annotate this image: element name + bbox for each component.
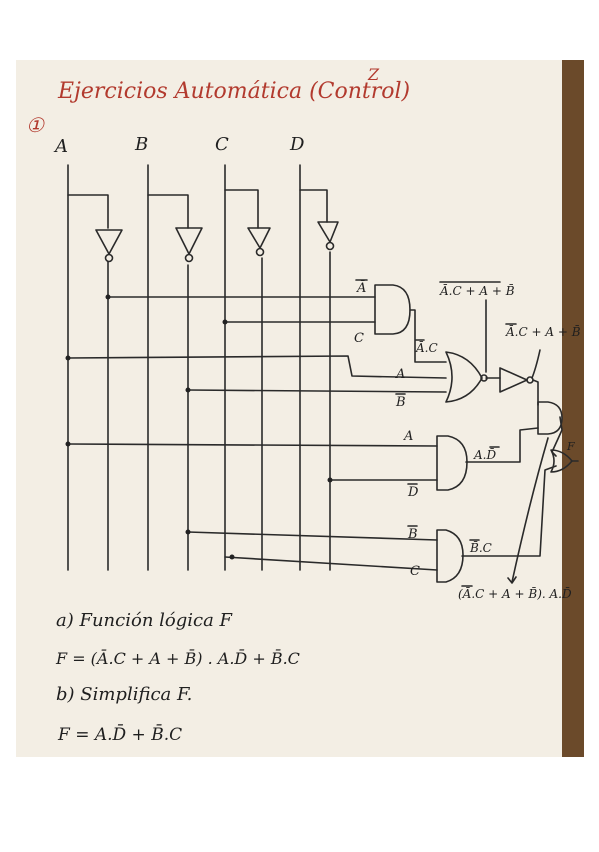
junction-dots xyxy=(65,294,333,560)
corner-mark: Z xyxy=(367,65,380,84)
label-c: C xyxy=(354,331,364,346)
arrow-head xyxy=(507,576,517,584)
label-and-output: (Ā.C + A + B̄). A.D̄ xyxy=(458,586,572,601)
question-a-expression: F = (Ā.C + A + B̄) . A.D̄ + B̄.C xyxy=(55,647,300,668)
question-b-expression: F = A.D̄ + B̄.C xyxy=(57,723,182,745)
junction-a-1 xyxy=(65,355,71,361)
label-not-b-and3: B̄ xyxy=(407,526,418,542)
wire-a-to-and2 xyxy=(67,443,438,447)
not-gate-out xyxy=(499,367,534,393)
exercise-number: ① xyxy=(26,113,45,137)
wire-not-b-to-nor xyxy=(187,389,447,393)
tap-a xyxy=(67,194,109,229)
label-output-f: F xyxy=(566,440,575,453)
junction-not-d xyxy=(327,477,333,483)
label-a-not-d: A.D̄ xyxy=(473,447,496,462)
wire-and3-out xyxy=(461,465,557,557)
tap-c xyxy=(224,189,259,229)
wire-not-b-to-and3 xyxy=(187,531,438,541)
label-a-and2: A xyxy=(403,429,413,444)
nor-gate xyxy=(445,351,488,403)
label-not-a: Ā xyxy=(356,280,366,296)
junction-c xyxy=(222,319,228,325)
arrow-not-annotation xyxy=(531,349,541,379)
tap-b xyxy=(147,194,189,229)
input-label-a: A xyxy=(53,136,68,157)
junction-not-b-1 xyxy=(185,387,191,393)
question-a-label: a) Función lógica F xyxy=(56,610,234,631)
page-title: Ejercicios Automática (Control) xyxy=(57,79,410,104)
wire-a-to-nor xyxy=(67,355,447,379)
not-gate-b xyxy=(175,227,203,263)
junction-not-a xyxy=(105,294,111,300)
label-nor-output: Ā.C + A + B̄ xyxy=(439,283,515,298)
and-gate-1 xyxy=(374,284,411,335)
label-a-nor: A xyxy=(395,367,405,382)
tap-d xyxy=(299,189,328,223)
label-not-b-nor: B̄ xyxy=(395,394,406,410)
not-gate-a xyxy=(95,229,123,263)
input-label-b: B xyxy=(134,134,148,155)
wire-and2-out xyxy=(465,427,539,463)
and-gate-3 xyxy=(436,529,464,583)
junction-a-2 xyxy=(65,441,71,447)
arrow-and-annotation xyxy=(511,437,549,583)
and-gate-2 xyxy=(436,435,468,491)
or-gate-output xyxy=(550,449,573,473)
junction-c-2 xyxy=(229,554,235,560)
input-label-c: C xyxy=(215,134,229,155)
label-not-output: Ā.C + A + B̄ xyxy=(505,324,581,339)
diagram-labels: Ā C Ā.C A B̄ A D̄ A.D̄ B̄ C B̄.C Ā.C + A… xyxy=(354,280,581,601)
negation-bars xyxy=(355,279,517,587)
junction-not-b-2 xyxy=(185,529,191,535)
label-not-b-c: B̄.C xyxy=(469,540,492,555)
wire-c-to-and3 xyxy=(224,556,438,571)
question-b-label: b) Simplifica F. xyxy=(56,684,192,705)
wire-not-to-and xyxy=(532,379,539,406)
input-label-d: D xyxy=(289,134,305,155)
wiring xyxy=(67,164,563,584)
label-anot-c: Ā.C xyxy=(415,340,438,355)
label-c-and3: C xyxy=(410,564,420,579)
not-gate-c xyxy=(247,227,271,257)
and-gate-final xyxy=(537,401,563,435)
paper-edge-border xyxy=(562,60,584,757)
label-not-d-and2: D̄ xyxy=(407,484,419,500)
not-gate-d xyxy=(317,221,339,251)
wire-and1-out xyxy=(409,309,447,363)
